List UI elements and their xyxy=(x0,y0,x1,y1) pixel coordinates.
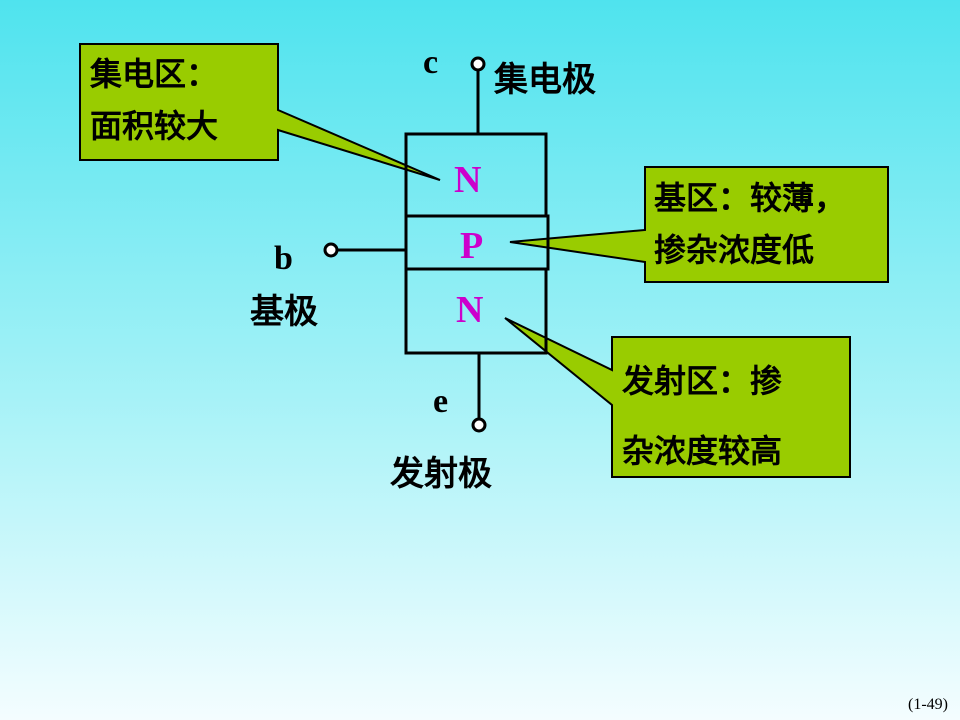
base-name: 基极 xyxy=(250,292,318,332)
base-letter: b xyxy=(274,240,293,277)
emitter-name: 发射极 xyxy=(390,454,492,494)
collector-name: 集电极 xyxy=(494,60,596,100)
emitter-letter: e xyxy=(433,383,449,420)
base-region-label: P xyxy=(460,225,484,267)
base-terminal[interactable] xyxy=(323,242,339,258)
base-callout-line1: 基区：较薄， xyxy=(654,179,847,217)
page-number: (1-49) xyxy=(908,696,948,713)
emitter-region-label: N xyxy=(456,289,484,331)
emitter-terminal[interactable] xyxy=(471,417,487,433)
collector-letter: c xyxy=(423,44,439,81)
collector-callout-line1: 集电区： xyxy=(90,55,219,93)
emitter-callout-line1: 发射区：掺 xyxy=(622,362,783,400)
collector-region-label: N xyxy=(454,159,482,201)
emitter-callout-shape xyxy=(504,317,851,478)
collector-callout-line2: 面积较大 xyxy=(90,107,219,145)
emitter-callout: 发射区：掺 杂浓度较高 xyxy=(622,346,782,486)
collector-terminal[interactable] xyxy=(470,56,486,72)
collector-callout-shape xyxy=(79,43,441,181)
base-callout-line2: 掺杂浓度低 xyxy=(654,231,815,269)
base-callout: 基区：较薄， 掺杂浓度低 xyxy=(654,172,846,276)
emitter-callout-line2: 杂浓度较高 xyxy=(622,432,783,470)
base-callout-shape xyxy=(509,166,889,283)
collector-callout: 集电区： 面积较大 xyxy=(90,48,218,152)
emitter-region xyxy=(404,267,548,355)
